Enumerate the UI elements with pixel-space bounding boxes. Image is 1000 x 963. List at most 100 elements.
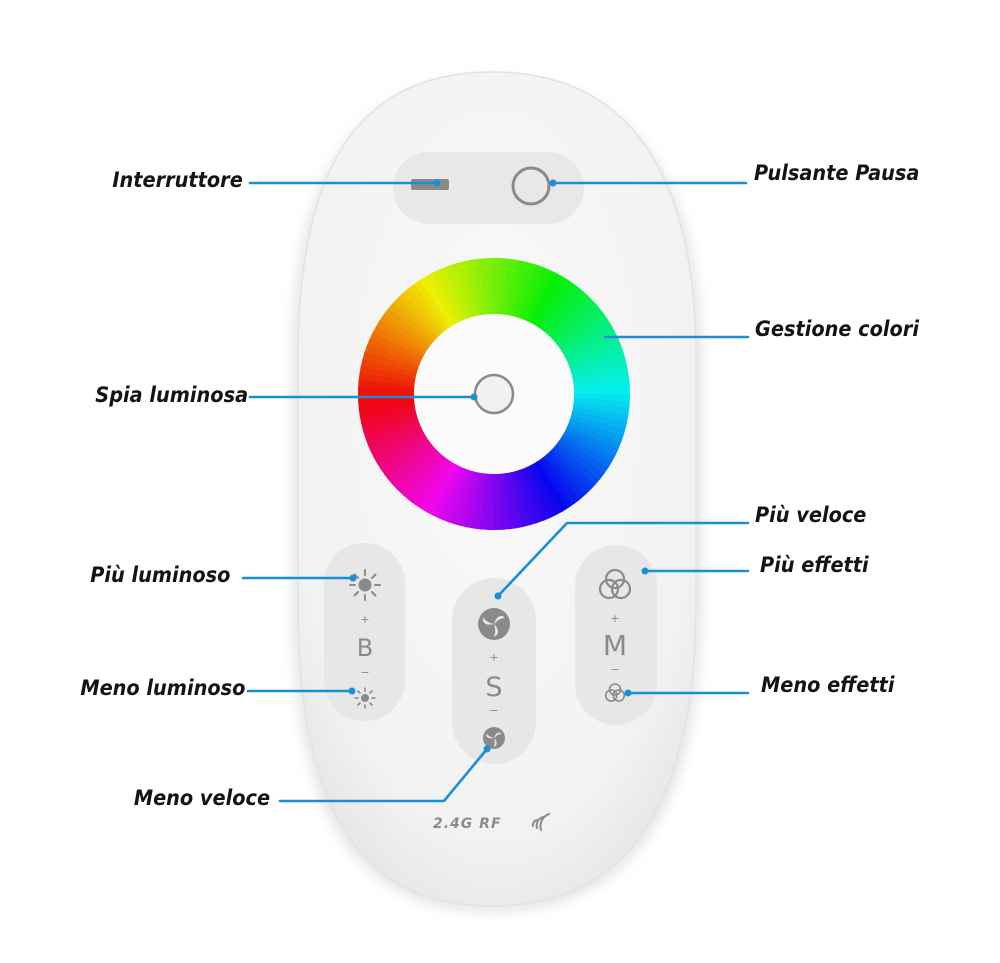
- color-wheel-segment: [491, 257, 502, 315]
- label-meno-effetti: Meno effetti: [761, 673, 895, 697]
- color-wheel-segment: [372, 430, 426, 464]
- color-wheel-segment: [571, 409, 628, 430]
- speed-plus: +: [489, 651, 499, 664]
- speed-minus: −: [489, 704, 499, 717]
- color-wheel-segment: [426, 463, 459, 517]
- color-wheel-segment: [530, 462, 564, 516]
- color-wheel-segment: [550, 446, 597, 491]
- color-wheel-segment: [525, 268, 556, 323]
- color-wheel-segment: [388, 444, 436, 487]
- mode-up-icon[interactable]: [598, 568, 632, 600]
- color-wheel-segment: [567, 421, 622, 450]
- color-wheel-segment: [541, 455, 582, 505]
- color-wheel-segment: [563, 429, 617, 462]
- color-wheel-segment: [558, 436, 610, 474]
- color-wheel-segment: [465, 472, 483, 529]
- color-wheel-segment: [557, 312, 609, 351]
- color-wheel-segment: [412, 279, 451, 331]
- leader-lines: [241, 181, 750, 803]
- color-wheel-segment: [362, 351, 418, 375]
- color-wheel-segment: [406, 283, 447, 333]
- color-wheel-segment: [360, 358, 417, 379]
- color-wheel-segment: [570, 413, 626, 437]
- color-wheel-segment: [562, 324, 616, 358]
- color-wheel-segment: [513, 262, 537, 318]
- color-wheel-segment: [547, 449, 592, 496]
- color-wheel-segment: [438, 467, 467, 522]
- leader-meno-veloce: [278, 747, 489, 803]
- mode-letter: M: [602, 629, 628, 662]
- color-wheel-segment: [458, 471, 479, 528]
- color-wheel-segment: [376, 434, 428, 470]
- label-gestione-colori: Gestione colori: [755, 317, 919, 341]
- speed-up-icon[interactable]: [478, 608, 510, 640]
- color-wheel-segment: [526, 464, 558, 519]
- color-wheel-segment: [364, 418, 420, 445]
- color-wheel-segment: [418, 276, 454, 328]
- brightness-down-icon[interactable]: [354, 687, 376, 709]
- color-wheel-segment: [414, 458, 452, 510]
- color-wheel-segment: [358, 372, 415, 387]
- brightness-letter: B: [356, 634, 374, 662]
- color-wheel-segment: [436, 267, 466, 322]
- color-wheel-segment: [566, 336, 621, 366]
- pause-button-icon[interactable]: [511, 166, 551, 206]
- mode-down-icon[interactable]: [604, 683, 626, 702]
- color-wheel-segment: [396, 292, 441, 339]
- rf-label: 2.4G RF: [433, 816, 502, 832]
- color-wheel-segment: [537, 457, 576, 509]
- color-wheel-segment: [517, 264, 543, 320]
- color-wheel-segment: [549, 296, 596, 341]
- color-wheel-segment: [401, 288, 444, 336]
- color-wheel-segment: [518, 468, 545, 524]
- color-wheel-segment: [532, 275, 569, 327]
- color-wheel-segment: [501, 258, 516, 315]
- color-wheel-segment: [358, 386, 415, 397]
- color-wheel-segment: [529, 271, 562, 325]
- color-wheel-segment: [432, 465, 463, 520]
- label-interruttore: Interruttore: [112, 168, 243, 192]
- color-wheel-segment: [536, 278, 574, 330]
- color-wheel-segment: [424, 272, 458, 326]
- speed-down-icon[interactable]: [483, 727, 505, 749]
- speed-letter: S: [485, 672, 503, 703]
- color-wheel-segment: [445, 468, 471, 524]
- leader-dots: [348, 179, 649, 753]
- label-pulsante-pausa: Pulsante Pausa: [754, 161, 920, 185]
- rf-signal-icon: [531, 813, 550, 831]
- color-wheel-segment: [364, 345, 420, 371]
- mode-pad: [575, 545, 657, 725]
- color-wheel-segment: [572, 405, 629, 423]
- color-wheel-segment: [368, 332, 423, 363]
- color-wheel-segment: [573, 401, 630, 416]
- color-wheel-segment: [534, 460, 570, 512]
- color-wheel-segment: [392, 447, 439, 492]
- brightness-up-icon[interactable]: [349, 569, 381, 601]
- color-wheel-segment: [568, 417, 624, 443]
- mode-plus: +: [610, 612, 620, 625]
- leader-piu-veloce: [496, 521, 750, 598]
- color-wheel-segment: [378, 314, 430, 352]
- color-wheel-segment: [371, 326, 425, 359]
- color-wheel-segment: [544, 452, 587, 500]
- color-wheel-segment: [397, 450, 442, 497]
- color-wheel-segment: [552, 301, 600, 344]
- color-wheel-segment: [505, 259, 523, 316]
- color-wheel-segment: [472, 473, 487, 530]
- color-wheel-segment: [556, 440, 606, 480]
- color-wheel-segment: [553, 443, 602, 486]
- label-piu-luminoso: Più luminoso: [89, 563, 230, 587]
- color-wheel-segment: [561, 432, 613, 469]
- color-wheel-segment: [546, 291, 591, 338]
- color-wheel-segment: [419, 461, 456, 513]
- color-wheel-segment: [555, 306, 605, 347]
- color-wheel-segment: [391, 297, 438, 342]
- color-wheel-segment: [383, 441, 433, 482]
- color-wheel-segment: [573, 391, 630, 402]
- color-wheel-segment: [369, 426, 424, 458]
- color-wheel-segment: [367, 422, 422, 452]
- color-wheel-segment: [486, 473, 497, 530]
- brightness-minus: −: [360, 666, 370, 679]
- color-wheel-segment: [565, 425, 620, 456]
- color-wheel[interactable]: [358, 257, 630, 530]
